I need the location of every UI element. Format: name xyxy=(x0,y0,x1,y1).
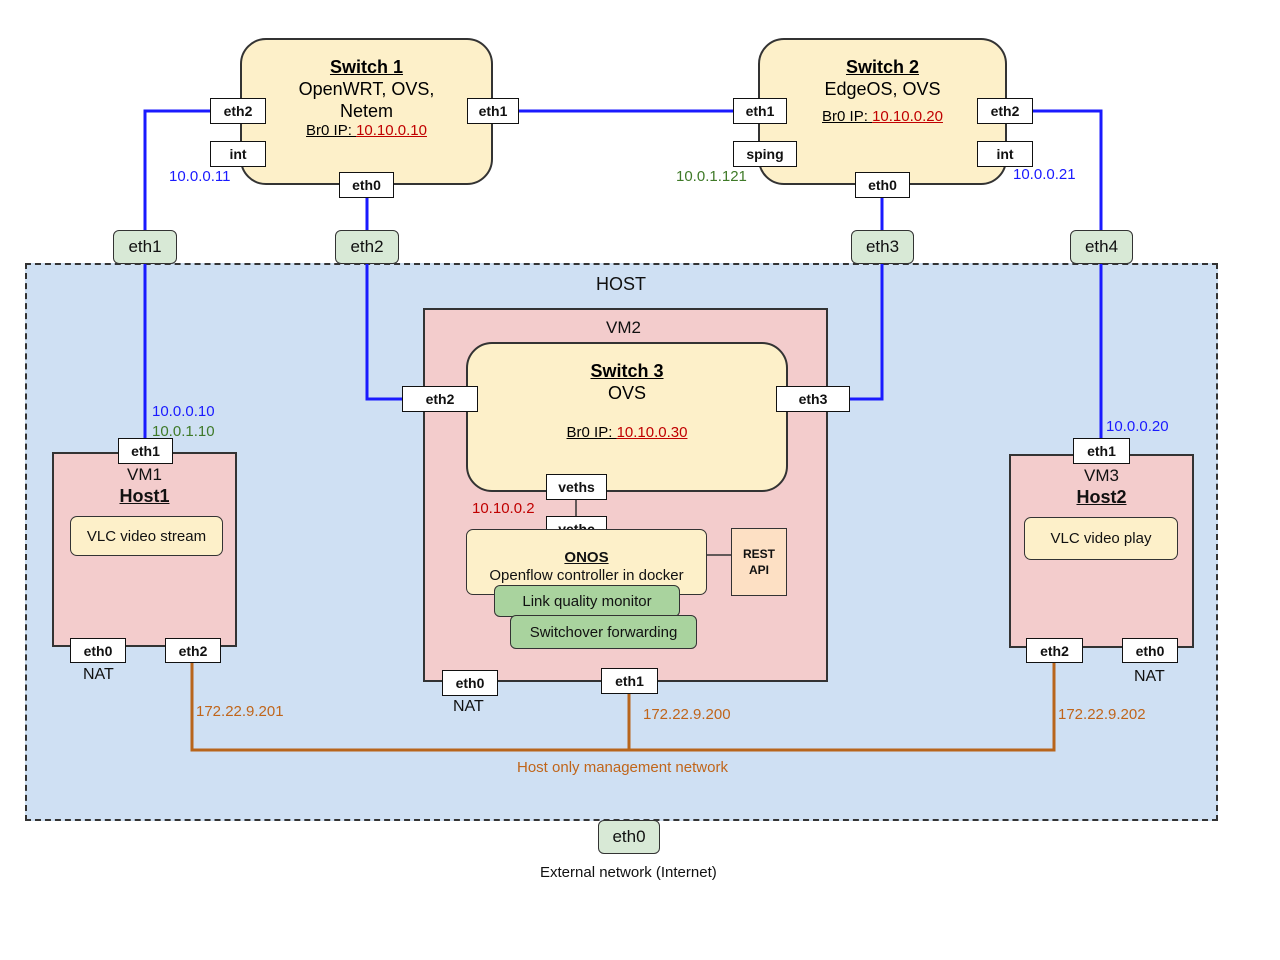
vm1-nat-label: NAT xyxy=(83,666,114,683)
vm1-eth1-ip-b: 10.0.1.10 xyxy=(152,423,215,440)
switchover-forwarding[interactable]: Switchover forwarding xyxy=(510,615,697,649)
host-port-eth1[interactable]: eth1 xyxy=(113,230,177,264)
s2-int-ip: 10.0.0.21 xyxy=(1013,166,1076,183)
switch3-title: Switch 3 xyxy=(590,361,664,381)
switch3-port-veths[interactable]: veths xyxy=(546,474,607,500)
vm3-label: VM3 xyxy=(1084,466,1119,485)
switch2-br-ip-value: 10.10.0.20 xyxy=(872,108,943,125)
switch2-port-int[interactable]: int xyxy=(977,141,1033,167)
vethc-ip: 10.10.0.2 xyxy=(472,500,535,517)
vm3-host-name: Host2 xyxy=(1076,487,1127,507)
switch3-br-ip-value: 10.10.0.30 xyxy=(616,424,688,441)
switch1-port-int[interactable]: int xyxy=(210,141,266,167)
switch3-br-prefix: Br0 IP: xyxy=(566,424,617,441)
vm1-eth1-ip-a: 10.0.0.10 xyxy=(152,403,215,420)
host-port-eth2[interactable]: eth2 xyxy=(335,230,399,264)
vm1-app-vlc-stream[interactable]: VLC video stream xyxy=(70,516,223,556)
rest-api-line2: API xyxy=(748,563,769,577)
switch2-port-eth1[interactable]: eth1 xyxy=(733,98,787,124)
vm2-label: VM2 xyxy=(606,318,641,337)
switch1-br-ip: Br0 IP: 10.10.0.10 xyxy=(242,122,491,139)
host-port-eth4[interactable]: eth4 xyxy=(1070,230,1133,264)
vm1-port-eth1[interactable]: eth1 xyxy=(118,438,173,464)
vm3-app-vlc-play[interactable]: VLC video play xyxy=(1024,517,1178,560)
switch2-subtitle1: EdgeOS, OVS xyxy=(824,79,941,99)
vm3-eth1-ip: 10.0.0.20 xyxy=(1106,418,1169,435)
switch1-br-prefix: Br0 IP: xyxy=(306,122,357,139)
onos-subtitle: Openflow controller in docker xyxy=(489,566,684,584)
mgmt-network-label: Host only management network xyxy=(517,759,728,776)
vm3-port-eth0[interactable]: eth0 xyxy=(1122,638,1178,663)
switch2-port-eth0[interactable]: eth0 xyxy=(855,172,910,198)
vm2-port-eth0[interactable]: eth0 xyxy=(442,670,498,696)
s1-int-ip: 10.0.0.11 xyxy=(169,168,231,185)
vm1-label: VM1 xyxy=(127,465,162,484)
switch1-box: Switch 1 OpenWRT, OVS, Netem Br0 IP: 10.… xyxy=(240,38,493,185)
vm3-port-eth1[interactable]: eth1 xyxy=(1073,438,1130,464)
switch3-br-ip: Br0 IP: 10.10.0.30 xyxy=(468,424,786,441)
switch1-subtitle1: OpenWRT, OVS, xyxy=(298,79,435,99)
onos-title: ONOS xyxy=(564,548,609,566)
rest-api-box[interactable]: REST API xyxy=(731,528,787,596)
switch1-title: Switch 1 xyxy=(329,57,404,77)
switch2-port-sping[interactable]: sping xyxy=(733,141,797,167)
switch1-br-ip-value: 10.10.0.10 xyxy=(356,122,427,139)
switch2-port-eth2[interactable]: eth2 xyxy=(977,98,1033,124)
vm3-eth2-ip: 172.22.9.202 xyxy=(1058,706,1146,723)
host-port-eth3[interactable]: eth3 xyxy=(851,230,914,264)
onos-box: ONOS Openflow controller in docker xyxy=(466,529,707,595)
switch3-port-eth2[interactable]: eth2 xyxy=(402,386,478,412)
vm2-nat-label: NAT xyxy=(453,698,484,715)
switch2-title: Switch 2 xyxy=(845,57,920,77)
switch1-subtitle2: Netem xyxy=(339,101,393,121)
vm1-port-eth0[interactable]: eth0 xyxy=(70,638,126,663)
vm2-port-eth1[interactable]: eth1 xyxy=(601,668,658,694)
vm3-nat-label: NAT xyxy=(1134,668,1165,685)
external-network-label: External network (Internet) xyxy=(540,864,717,881)
link-quality-monitor[interactable]: Link quality monitor xyxy=(494,585,680,617)
switch1-port-eth1[interactable]: eth1 xyxy=(467,98,519,124)
vm2-eth1-ip: 172.22.9.200 xyxy=(643,706,731,723)
s2-sping-ip: 10.0.1.121 xyxy=(676,168,747,185)
host-label: HOST xyxy=(596,274,647,294)
vm3-port-eth2[interactable]: eth2 xyxy=(1026,638,1083,663)
switch1-port-eth2[interactable]: eth2 xyxy=(210,98,266,124)
host-port-eth0[interactable]: eth0 xyxy=(598,820,660,854)
switch2-br-prefix: Br0 IP: xyxy=(822,108,873,125)
vm1-host-name: Host1 xyxy=(119,486,170,506)
switch1-port-eth0[interactable]: eth0 xyxy=(339,172,394,198)
vm1-port-eth2[interactable]: eth2 xyxy=(165,638,221,663)
switch3-port-eth3[interactable]: eth3 xyxy=(776,386,850,412)
switch2-br-ip: Br0 IP: 10.10.0.20 xyxy=(760,108,1005,125)
rest-api-line1: REST xyxy=(742,547,775,561)
vm1-eth2-ip: 172.22.9.201 xyxy=(196,703,284,720)
switch3-box: Switch 3 OVS Br0 IP: 10.10.0.30 xyxy=(466,342,788,492)
switch3-subtitle: OVS xyxy=(607,383,646,403)
